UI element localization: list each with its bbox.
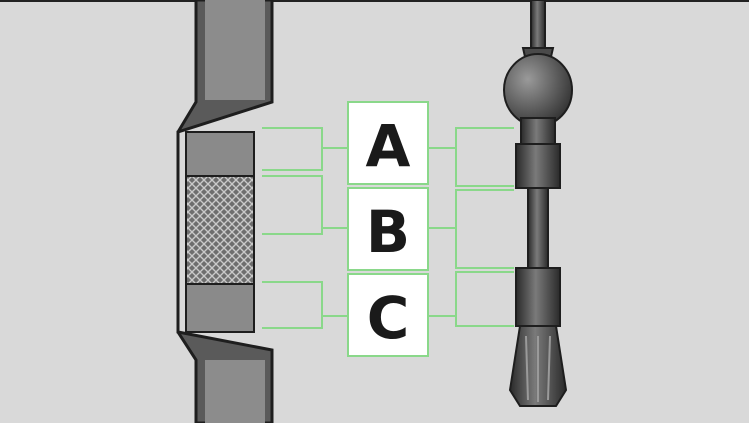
right-component [503,0,573,407]
rod-segment-c [515,267,561,327]
rod-tip-ribs [525,335,551,402]
knurled-grip-section [185,175,255,285]
left-arm-bottom-face [205,360,265,423]
label-a: A [366,112,411,180]
connector-right-a [455,127,514,187]
connector-lines [262,127,514,329]
rod-top [530,0,546,49]
top-border [0,0,749,2]
label-b: B [366,198,410,266]
label-c: C [367,284,410,352]
left-component [176,0,274,423]
label-box-c: C [347,273,429,357]
rod-segment-b [515,143,561,189]
connector-right-stubs [428,147,456,317]
rod-segment-a [520,117,556,145]
ball-joint [503,53,573,127]
connector-right-c [455,271,514,327]
left-arm-top-face [205,0,265,100]
label-box-a: A [347,101,429,185]
connector-left-b [262,175,323,235]
connector-left-c [262,281,323,329]
connector-left-stubs [322,147,348,317]
rod-thin-section [527,187,549,269]
label-box-b: B [347,187,429,271]
left-arm-outline [176,0,274,423]
